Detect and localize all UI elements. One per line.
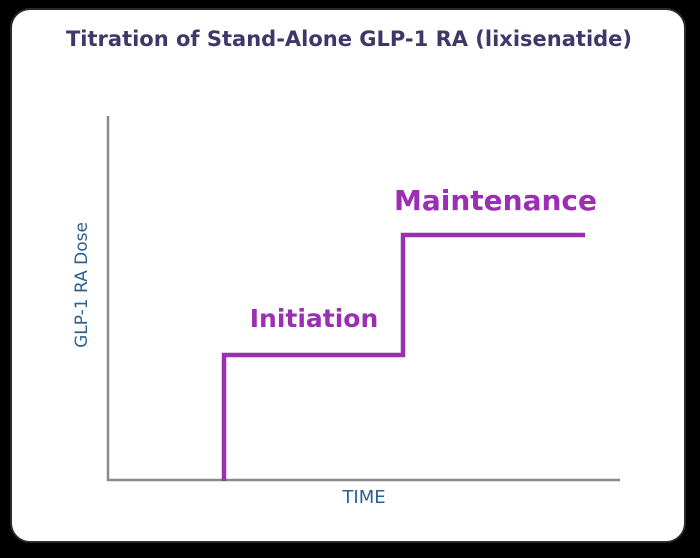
x-axis-label: TIME bbox=[342, 487, 386, 508]
dose-step-line bbox=[221, 232, 585, 481]
y-axis-label: GLP-1 RA Dose bbox=[72, 222, 92, 348]
initiation-phase-label: Initiation bbox=[249, 304, 379, 333]
maintenance-phase-label: Maintenance bbox=[393, 184, 597, 217]
figure-card bbox=[10, 8, 686, 543]
figure-title: Titration of Stand-Alone GLP-1 RA (lixis… bbox=[65, 27, 633, 51]
